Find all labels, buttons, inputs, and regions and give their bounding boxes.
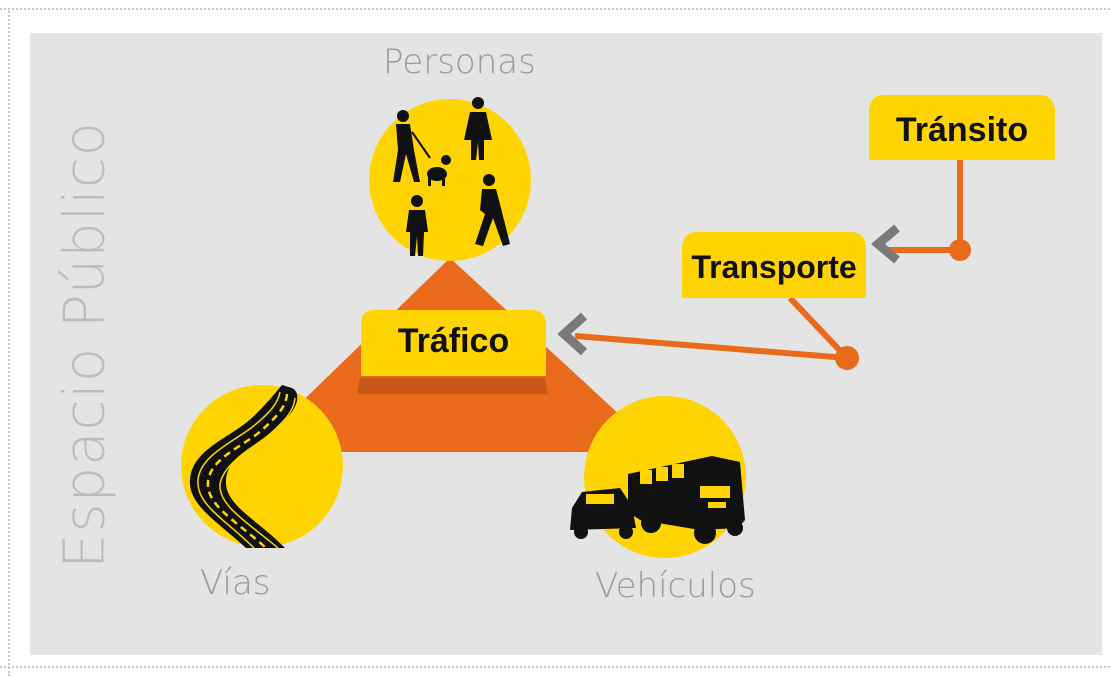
road-icon xyxy=(189,385,298,549)
bus-and-car-icon xyxy=(570,456,745,544)
personas-circle xyxy=(369,97,531,261)
espacio-publico-title: Espacio Público xyxy=(52,121,118,569)
transito-tag xyxy=(869,95,1055,160)
vehiculos-circle xyxy=(570,396,746,558)
arrow-to-transporte-icon xyxy=(871,224,900,264)
connector-transito-transporte xyxy=(884,160,971,261)
personas-label: Personas xyxy=(383,42,536,82)
vias-circle xyxy=(181,385,343,549)
people-icon xyxy=(393,97,510,256)
dotted-border-left xyxy=(8,8,10,676)
vias-label: Vías xyxy=(200,563,271,603)
connector-transporte-trafico xyxy=(574,295,859,370)
arrow-to-trafico-icon xyxy=(557,312,588,356)
transporte-tag xyxy=(682,232,866,298)
transito-label: Tránsito xyxy=(895,111,1029,149)
transporte-label: Transporte xyxy=(691,249,857,285)
dotted-border-top xyxy=(0,8,1110,10)
vehiculos-label: Vehículos xyxy=(595,566,756,606)
dotted-border-bottom xyxy=(0,666,1110,668)
trafico-label: Tráfico xyxy=(397,322,510,360)
trafico-tag xyxy=(357,310,548,394)
